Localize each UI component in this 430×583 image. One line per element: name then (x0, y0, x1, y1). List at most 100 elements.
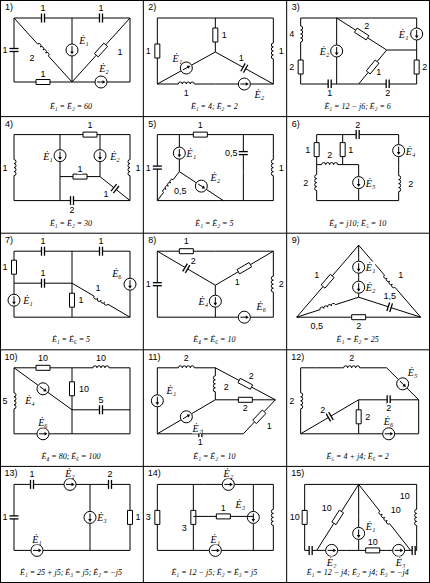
source-symbol (209, 295, 221, 307)
wire (130, 524, 131, 550)
wire (304, 484, 305, 510)
wire (157, 368, 158, 395)
wire (338, 550, 347, 551)
capacitor-symbol (185, 265, 190, 273)
wire (108, 304, 130, 317)
component-value: 2 (320, 405, 325, 415)
wire (157, 135, 158, 167)
wire (157, 251, 179, 252)
component-value: 2 (69, 205, 74, 215)
source-label: Ė₁ (366, 521, 376, 532)
component-value: 2 (386, 403, 391, 413)
source-arrow (400, 381, 404, 385)
wire (14, 283, 42, 284)
wire (215, 368, 216, 376)
wire (173, 172, 179, 180)
wire (72, 18, 100, 19)
source-arrowhead (45, 432, 48, 436)
component-value: 1 (98, 3, 103, 13)
source-symbol (383, 428, 395, 440)
wire (317, 134, 357, 135)
wire (157, 317, 215, 318)
wire (14, 484, 15, 516)
wire (14, 251, 42, 252)
resistor-symbol (83, 132, 97, 137)
source-label: Ė₂ (255, 89, 265, 100)
resistor-symbol (73, 174, 87, 179)
capacitor-symbol (390, 303, 393, 312)
source-label: Ė₁ (43, 150, 53, 161)
source-label: Ė₁ (79, 35, 89, 46)
resistor-symbol (213, 28, 218, 42)
source-values-caption: Ė₁ = Ė₂ = 5 (195, 218, 233, 227)
component-value: 5 (2, 396, 7, 406)
panel-number: 13) (4, 468, 17, 478)
component-value: 1 (198, 120, 203, 130)
wire (179, 135, 180, 148)
wire (273, 59, 274, 84)
wire (157, 192, 163, 200)
source-arrow (66, 484, 72, 485)
wire (297, 310, 320, 318)
circuit-schematic (14, 132, 130, 205)
resistor-symbol (321, 274, 334, 288)
source-arrowhead (43, 388, 46, 391)
panel-number: 12) (291, 352, 304, 362)
wire (304, 524, 305, 550)
resistor-symbol (237, 263, 252, 274)
inductor-symbol (384, 275, 395, 288)
wire (14, 484, 31, 485)
inductor-symbol (93, 366, 109, 368)
capacitor-symbol (10, 51, 19, 52)
wire (342, 157, 343, 165)
inductor-symbol (178, 82, 194, 84)
wire (387, 50, 417, 51)
source-arrow (100, 152, 101, 158)
wire (130, 18, 131, 82)
wire (179, 159, 180, 172)
source-label: Ė₂ (224, 468, 234, 479)
source-arrowhead (357, 289, 361, 292)
panel-number: 10) (4, 352, 17, 362)
component-value: 10 (38, 353, 48, 363)
component-value: 2 (355, 120, 360, 130)
wire (252, 387, 276, 400)
capacitor-symbol (412, 546, 413, 555)
wire (157, 407, 158, 434)
source-label: Ė₄ (406, 145, 416, 156)
component-value: 1 (327, 88, 332, 98)
resistor-symbol (36, 365, 50, 370)
source-label: Ė₁ (187, 147, 197, 158)
wire (14, 274, 15, 283)
wire (72, 56, 73, 82)
source-arrow (33, 550, 39, 551)
inductor-symbol (399, 176, 401, 192)
source-arrowhead (156, 402, 160, 405)
inductor-symbol (38, 44, 49, 56)
capacitor-symbol (309, 546, 310, 555)
source-values-caption: Ė₁ = Ė₂ = 30 (50, 218, 92, 227)
source-symbol (411, 28, 423, 40)
source-symbol (8, 294, 20, 306)
wire (347, 550, 359, 551)
wire (60, 162, 61, 177)
source-arrowhead (217, 549, 220, 553)
component-value: 1 (40, 3, 45, 13)
grid-line (0, 233, 430, 234)
component-value: 1 (2, 45, 7, 55)
resistor-symbol (356, 410, 361, 424)
capacitor-symbol (111, 480, 112, 489)
wire (100, 162, 101, 177)
wire (300, 18, 301, 26)
wire (157, 286, 158, 318)
wire (203, 484, 222, 485)
source-arrowhead (357, 184, 361, 187)
wire (416, 50, 417, 60)
wire (387, 550, 393, 551)
wire (130, 135, 131, 160)
inductor-symbol (379, 511, 390, 524)
capacitor-symbol (44, 247, 45, 256)
wire (14, 283, 15, 294)
wire (109, 367, 130, 368)
source-label: Ė₃ (97, 512, 107, 523)
